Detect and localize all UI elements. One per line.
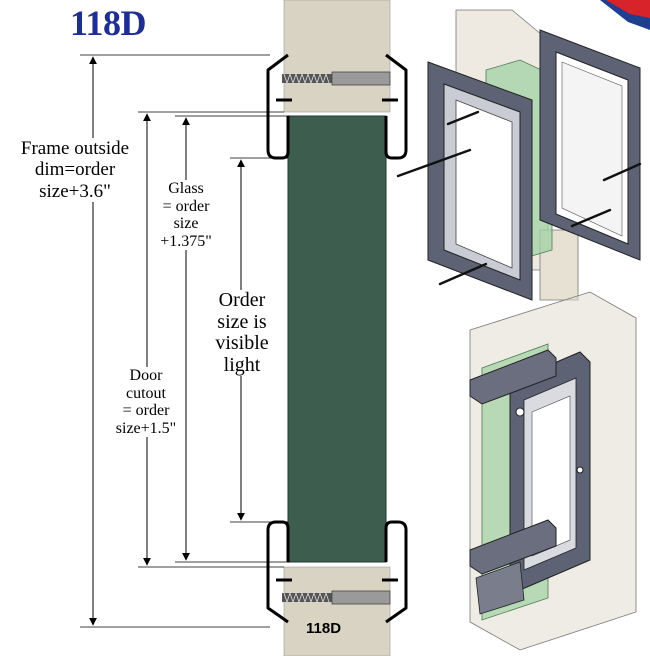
order-label-line: light xyxy=(223,353,261,376)
glass-label-line: +1.375" xyxy=(160,232,212,250)
frame-label-line: size+3.6" xyxy=(39,180,111,202)
glass-label-line: Glass xyxy=(168,180,204,197)
assembled-frame-illustration xyxy=(469,291,637,651)
door-bottom-section xyxy=(283,566,391,656)
top-screw xyxy=(282,71,391,86)
frame-dimension-label: Frame outside dim=order size+3.6" xyxy=(4,138,146,202)
glass-dimension-label: Glass = order size +1.375" xyxy=(153,180,219,251)
door-label-line: Door xyxy=(129,367,163,384)
part-number-label: 118D xyxy=(306,620,342,637)
door-cutout-label: Door cutout = order size+1.5" xyxy=(108,367,184,438)
exploded-frame-illustration xyxy=(396,9,642,301)
order-label-line: size is xyxy=(217,310,267,333)
order-label-line: Order xyxy=(218,289,266,311)
glass-label-line: size xyxy=(173,215,199,233)
glass-label-line: = order xyxy=(162,197,210,215)
glass-pane xyxy=(287,115,387,563)
page-title: 118D xyxy=(70,3,147,43)
door-top-section xyxy=(283,0,391,113)
frame-label-line: Frame outside xyxy=(20,138,130,159)
corner-badge-icon xyxy=(600,0,650,30)
frame-label-line: dim=order xyxy=(34,159,116,181)
bottom-screw xyxy=(282,590,391,605)
order-label-line: visible xyxy=(215,332,269,355)
door-label-line: size+1.5" xyxy=(115,419,177,437)
dimension-extension-lines xyxy=(80,54,290,628)
door-label-line: cutout xyxy=(126,384,166,402)
door-label-line: = order xyxy=(122,402,170,420)
visible-light-label: Order size is visible light xyxy=(203,289,281,377)
